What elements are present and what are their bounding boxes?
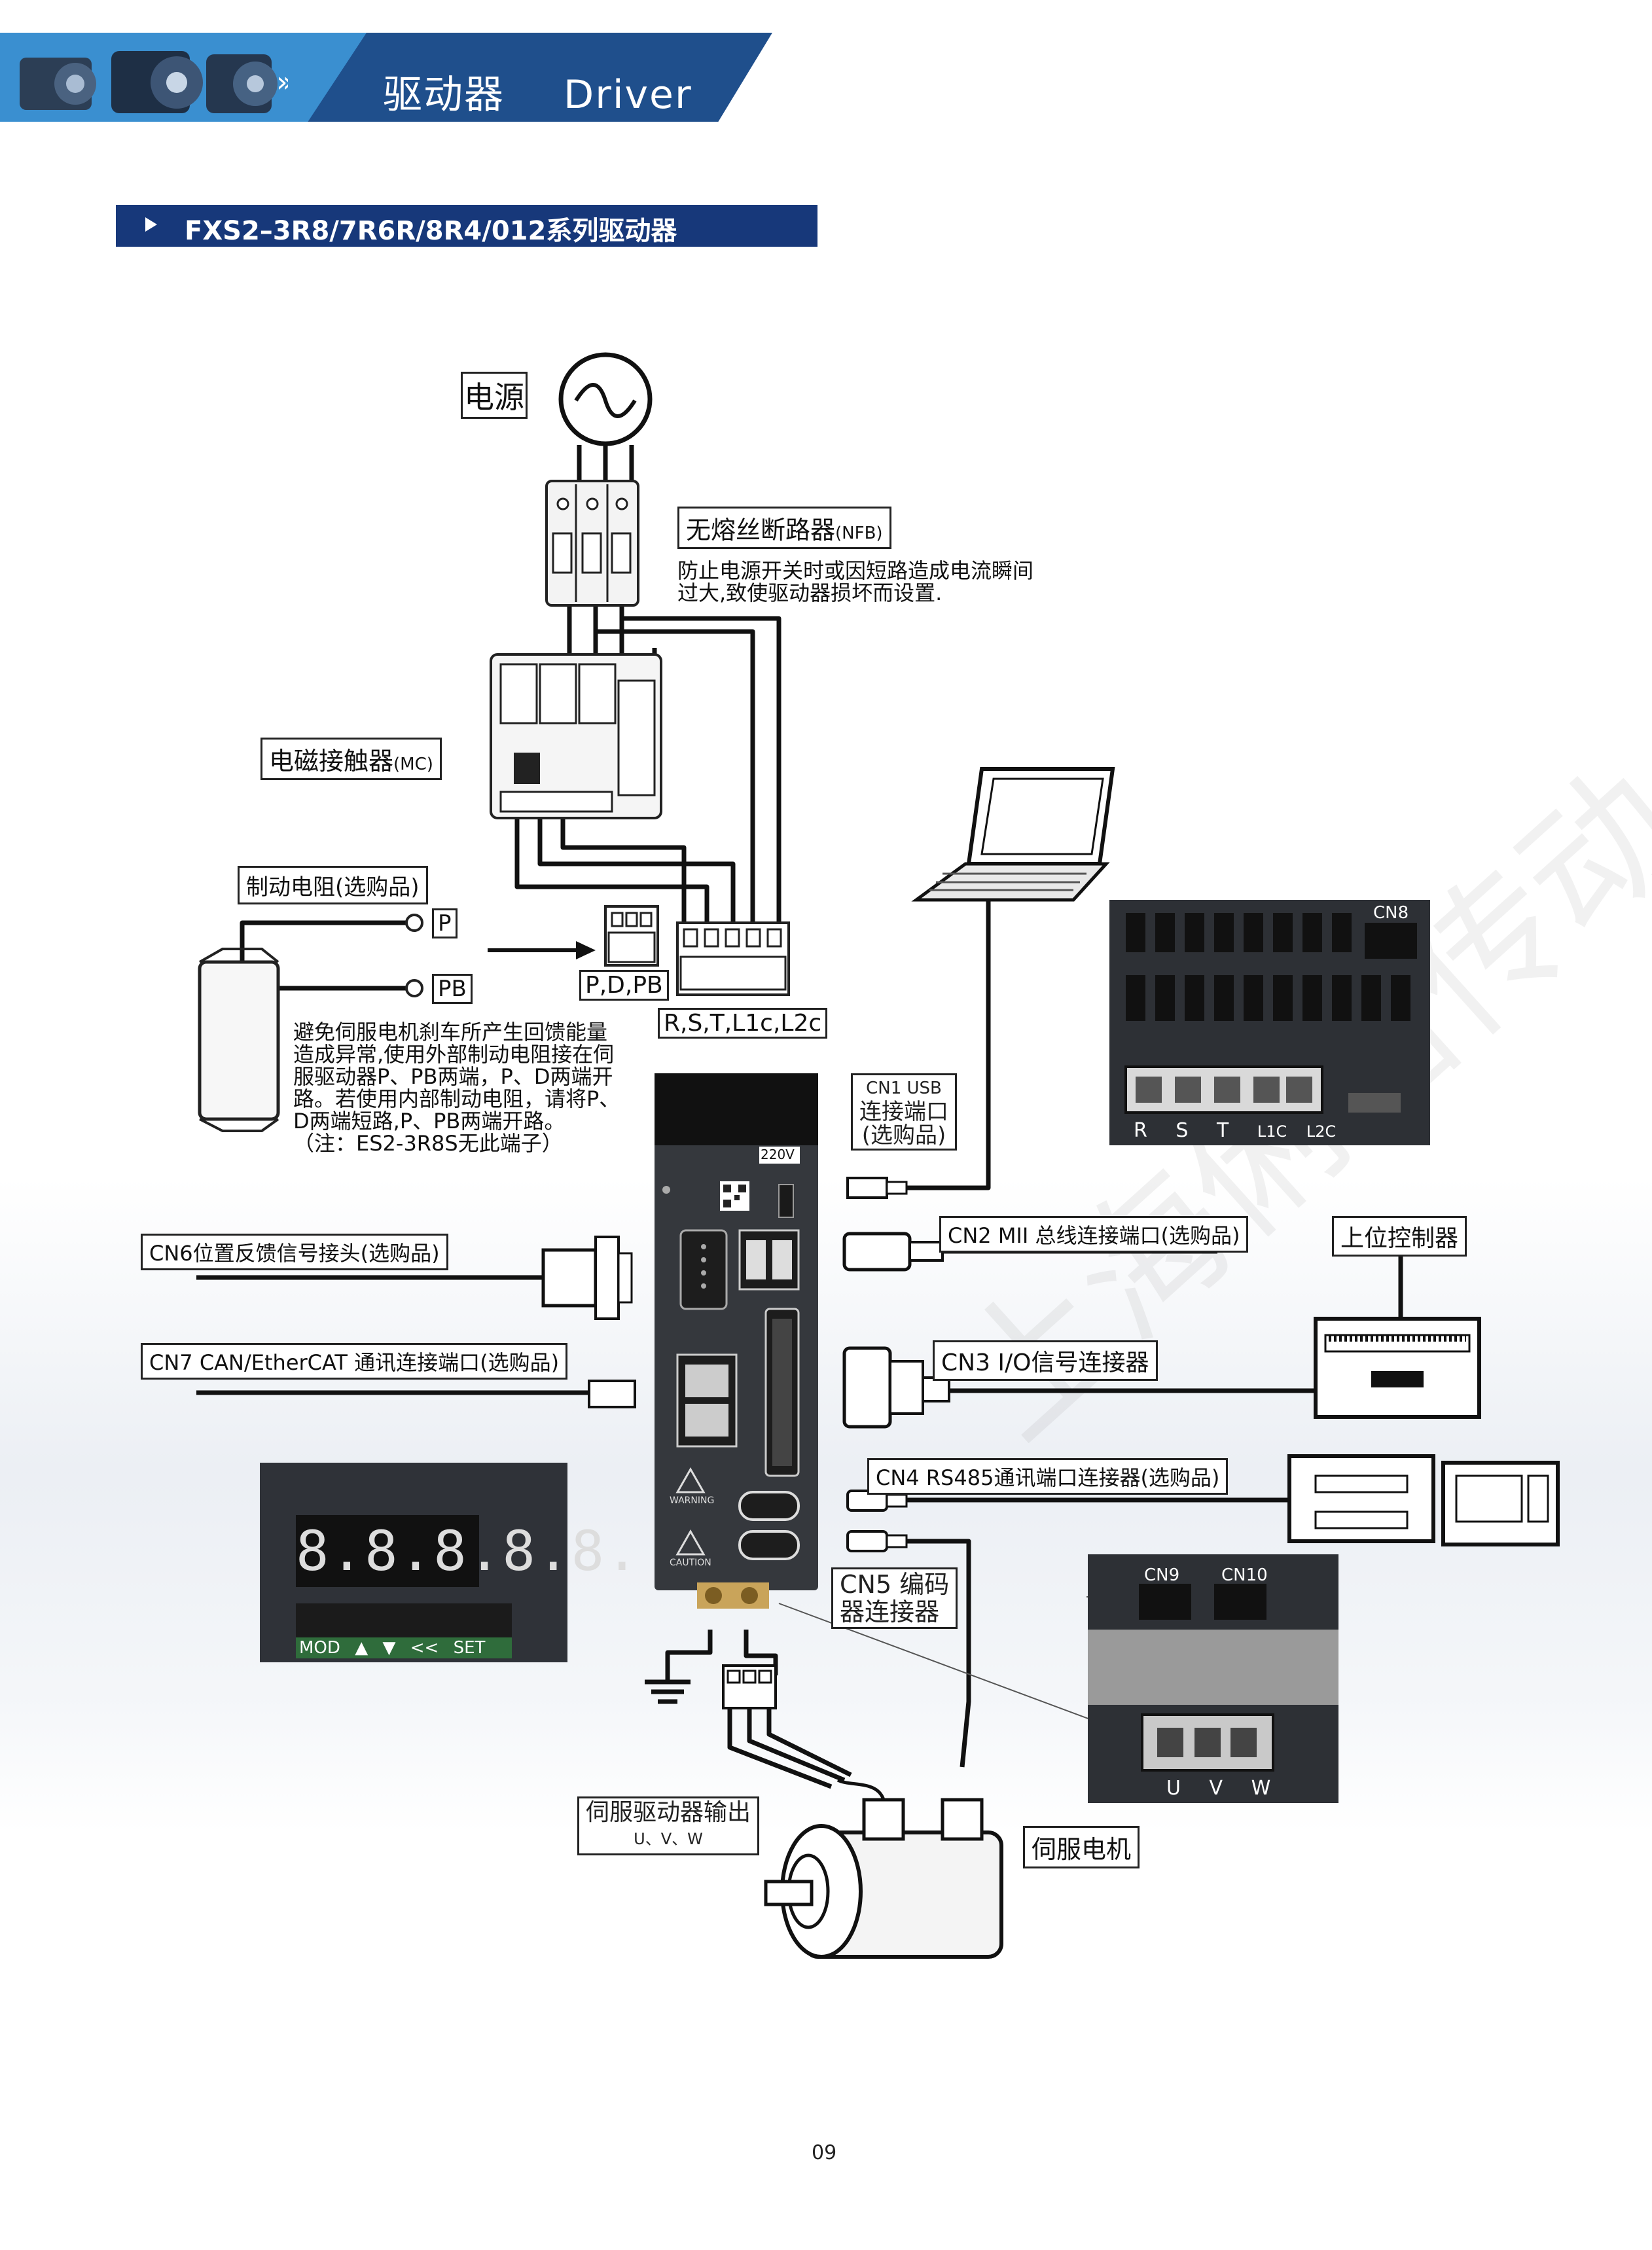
brake-note-line: D两端短路,P、PB两端开路。 bbox=[293, 1109, 566, 1134]
cn10-title: CN10 bbox=[1221, 1565, 1268, 1585]
cn8-title: CN8 bbox=[1373, 903, 1409, 923]
pdpb-terminal-label: P,D,PB bbox=[579, 970, 669, 1001]
motor-label: 伺服电机 bbox=[1023, 1826, 1140, 1868]
seven-segment-display: 8.8.8.8.8. bbox=[296, 1515, 639, 1587]
nfb-desc-line: 防止电源开关时或因短路造成电流瞬间 bbox=[677, 558, 1034, 583]
brake-note: 避免伺服电机刹车所产生回馈能量 造成异常,使用外部制动电阻接在伺 服驱动器P、P… bbox=[293, 1021, 620, 1154]
driver-caution-label: CAUTION bbox=[670, 1558, 711, 1568]
output-label: 伺服驱动器输出 U、V、W bbox=[577, 1796, 760, 1855]
cn6-plug bbox=[541, 1236, 633, 1320]
keypad-labels: MOD ▲ ▼ << SET bbox=[299, 1638, 485, 1658]
cn8-term: R bbox=[1134, 1119, 1147, 1142]
key-shift[interactable]: << bbox=[410, 1638, 439, 1658]
cn2-label: CN2 MII 总线连接端口(选购品) bbox=[939, 1216, 1249, 1253]
key-down[interactable]: ▼ bbox=[382, 1638, 396, 1658]
cn9-term: U bbox=[1166, 1777, 1181, 1800]
power-label: 电源 bbox=[461, 372, 528, 419]
mc-label-suffix: (MC) bbox=[393, 755, 433, 774]
host-controller bbox=[1314, 1317, 1481, 1419]
hmi-device bbox=[1441, 1461, 1560, 1546]
section-arrow-icon bbox=[145, 217, 157, 232]
cn8-term: L1C bbox=[1257, 1122, 1287, 1141]
page-number: 09 bbox=[812, 2141, 837, 2164]
mc-label: 电磁接触器(MC) bbox=[260, 738, 442, 780]
cn5-label-line: CN5 编码 bbox=[840, 1570, 950, 1599]
key-mod[interactable]: MOD bbox=[299, 1638, 340, 1658]
laptop bbox=[911, 767, 1115, 902]
cn5-plug bbox=[846, 1530, 908, 1552]
nfb-desc: 防止电源开关时或因短路造成电流瞬间 过大,致使驱动器损坏而设置. bbox=[677, 560, 1033, 604]
keypad-label-strip bbox=[296, 1637, 512, 1658]
cn3-label: CN3 I/O信号连接器 bbox=[933, 1340, 1158, 1381]
mc-label-text: 电磁接触器 bbox=[269, 747, 394, 776]
nfb-desc-line: 过大,致使驱动器损坏而设置. bbox=[677, 580, 943, 605]
cn1-usb-plug bbox=[846, 1177, 908, 1199]
header-title: 驱动器 Driver bbox=[383, 63, 692, 120]
rst-terminal bbox=[676, 921, 790, 996]
keypad-buttons bbox=[296, 1603, 512, 1639]
pdpb-terminal bbox=[604, 905, 659, 967]
header-title-cn: 驱动器 bbox=[383, 72, 505, 118]
brake-note-line: 服驱动器P、PB两端，P、D两端开 bbox=[293, 1064, 613, 1089]
output-label-sub: U、V、W bbox=[634, 1830, 703, 1848]
cn8-term: T bbox=[1217, 1119, 1229, 1142]
cn9-term: V bbox=[1209, 1777, 1223, 1800]
section-title-band bbox=[116, 205, 817, 247]
cn1-label-line: 连接端口 bbox=[859, 1099, 948, 1125]
cn5-label: CN5 编码 器连接器 bbox=[831, 1567, 958, 1629]
keypad-display-panel: 8.8.8.8.8. MOD ▲ ▼ << SET bbox=[260, 1463, 639, 1662]
header-motors-image: » bbox=[20, 51, 288, 113]
brake-note-line: 避免伺服电机刹车所产生回馈能量 bbox=[293, 1020, 608, 1045]
svg-text:»: » bbox=[276, 65, 288, 99]
driver-warning-label: WARNING bbox=[670, 1495, 715, 1506]
brake-note-line: （注：ES2-3R8S无此端子） bbox=[293, 1131, 563, 1156]
plc-device bbox=[1287, 1454, 1435, 1543]
key-set[interactable]: SET bbox=[453, 1638, 486, 1658]
nfb-label-suffix: (NFB) bbox=[835, 524, 883, 543]
contactor-device bbox=[490, 653, 662, 819]
nfb-label: 无熔丝断路器(NFB) bbox=[677, 507, 891, 549]
brake-note-line: 路。若使用内部制动电阻，请将P、 bbox=[293, 1086, 620, 1111]
brake-p-label: P bbox=[432, 908, 458, 938]
driver-voltage-label: 220V bbox=[761, 1147, 795, 1162]
section-title: FXS2–3R8/7R6R/8R4/012系列驱动器 bbox=[185, 216, 677, 246]
cn9-term: W bbox=[1251, 1777, 1271, 1800]
uvw-terminal bbox=[722, 1664, 777, 1709]
host-label: 上位控制器 bbox=[1332, 1216, 1467, 1257]
cn1-label-line: CN1 USB bbox=[866, 1079, 942, 1098]
breaker-device bbox=[545, 480, 639, 607]
cn8-panel bbox=[1109, 900, 1430, 1145]
cn7-plug bbox=[588, 1380, 636, 1408]
header-title-en: Driver bbox=[564, 72, 692, 118]
cn5-label-line: 器连接器 bbox=[840, 1598, 940, 1626]
cn8-term: L2C bbox=[1306, 1122, 1337, 1141]
cn8-terms: R S T L1C L2C bbox=[1134, 1119, 1336, 1142]
key-up[interactable]: ▲ bbox=[355, 1638, 368, 1658]
rst-terminal-label: R,S,T,L1c,L2c bbox=[658, 1008, 828, 1039]
brake-pb-label: PB bbox=[432, 974, 473, 1004]
cn4-label: CN4 RS485通讯端口连接器(选购品) bbox=[867, 1458, 1229, 1495]
brake-resistor bbox=[198, 914, 423, 1132]
cn8-term: S bbox=[1176, 1119, 1189, 1142]
servo-motor bbox=[764, 1778, 1003, 1959]
cn1-label-line: (选购品) bbox=[861, 1122, 946, 1149]
brake-note-line: 造成异常,使用外部制动电阻接在伺 bbox=[293, 1042, 615, 1067]
nfb-label-text: 无熔丝断路器 bbox=[686, 516, 836, 545]
cn9-title: CN9 bbox=[1144, 1565, 1180, 1585]
output-label-text: 伺服驱动器输出 bbox=[586, 1799, 751, 1826]
cn1-label: CN1 USB 连接端口 (选购品) bbox=[851, 1073, 957, 1151]
cn9-panel bbox=[1088, 1554, 1338, 1803]
cn2-plug bbox=[842, 1232, 944, 1272]
cn7-label: CN7 CAN/EtherCAT 通讯连接端口(选购品) bbox=[141, 1343, 568, 1380]
brake-label: 制动电阻(选购品) bbox=[238, 866, 428, 904]
servo-driver bbox=[655, 1073, 818, 1609]
cn3-plug bbox=[842, 1346, 950, 1429]
cn9-terms: U V W bbox=[1166, 1777, 1270, 1800]
cn6-label: CN6位置反馈信号接头(选购品) bbox=[141, 1234, 448, 1270]
